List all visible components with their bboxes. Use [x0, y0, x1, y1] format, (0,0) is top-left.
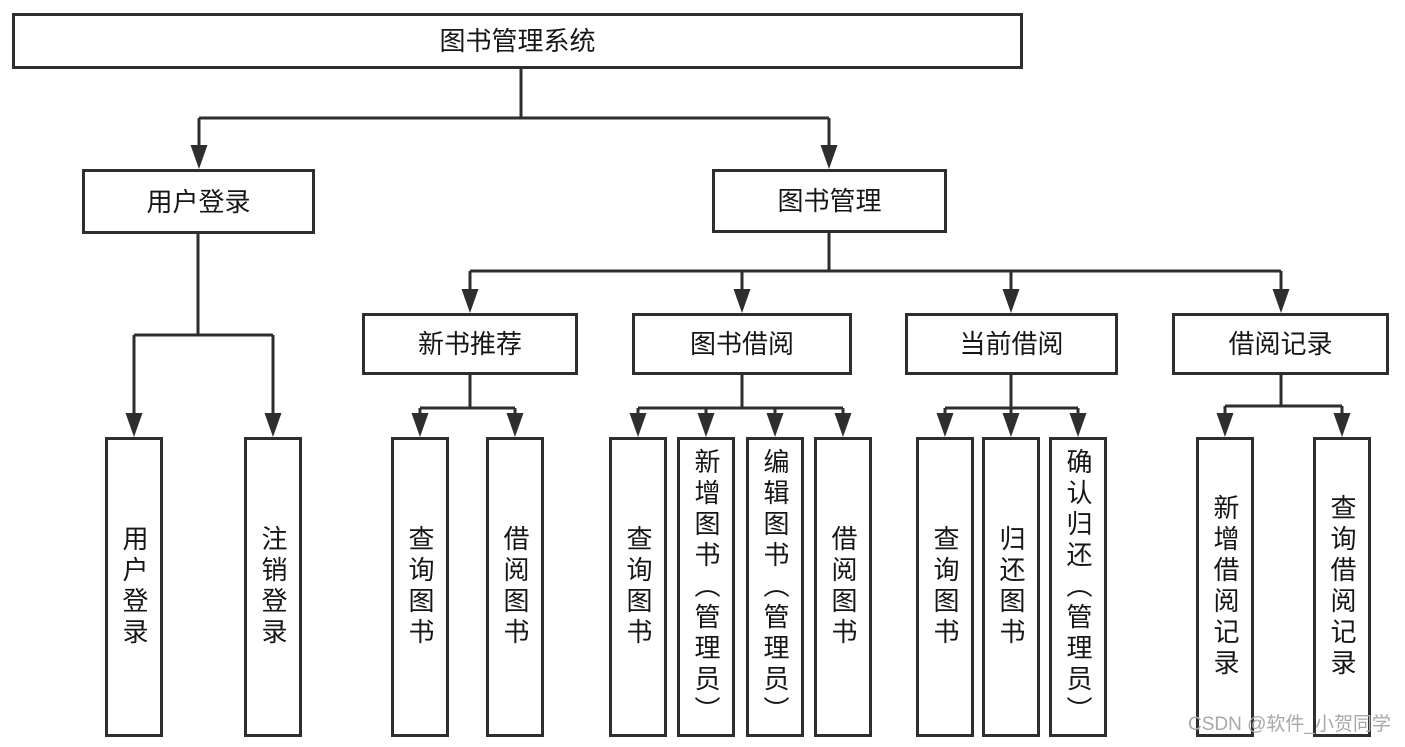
csdn-watermark: CSDN @软件_小贺同学: [1188, 714, 1391, 735]
leaf-records-query-borrow-record: 查询借阅记录: [1313, 437, 1371, 737]
leaf-borrowing-add-books-admin: 新增图书（管理员）: [677, 437, 735, 737]
node-current-borrowing: 当前借阅: [905, 313, 1118, 375]
leaf-logout-login: 注销登录: [244, 437, 302, 737]
node-user-login: 用户登录: [82, 169, 315, 234]
leaf-newrec-query-books: 查询图书: [391, 437, 449, 737]
leaf-current-confirm-return-admin: 确认归还（管理员）: [1049, 437, 1107, 737]
leaf-records-add-borrow-record: 新增借阅记录: [1196, 437, 1254, 737]
leaf-borrowing-edit-books-admin: 编辑图书（管理员）: [746, 437, 804, 737]
leaf-newrec-borrow-books: 借阅图书: [486, 437, 544, 737]
leaf-user-login: 用户登录: [105, 437, 163, 737]
node-borrowing-records: 借阅记录: [1172, 313, 1389, 375]
leaf-borrowing-borrow-books: 借阅图书: [814, 437, 872, 737]
leaf-current-query-books: 查询图书: [916, 437, 974, 737]
leaf-current-return-books: 归还图书: [982, 437, 1040, 737]
node-book-management: 图书管理: [712, 169, 947, 233]
node-new-book-recommend: 新书推荐: [362, 313, 578, 375]
node-library-management-system: 图书管理系统: [12, 13, 1023, 69]
node-book-borrowing: 图书借阅: [632, 313, 852, 375]
leaf-borrowing-query-books: 查询图书: [609, 437, 667, 737]
